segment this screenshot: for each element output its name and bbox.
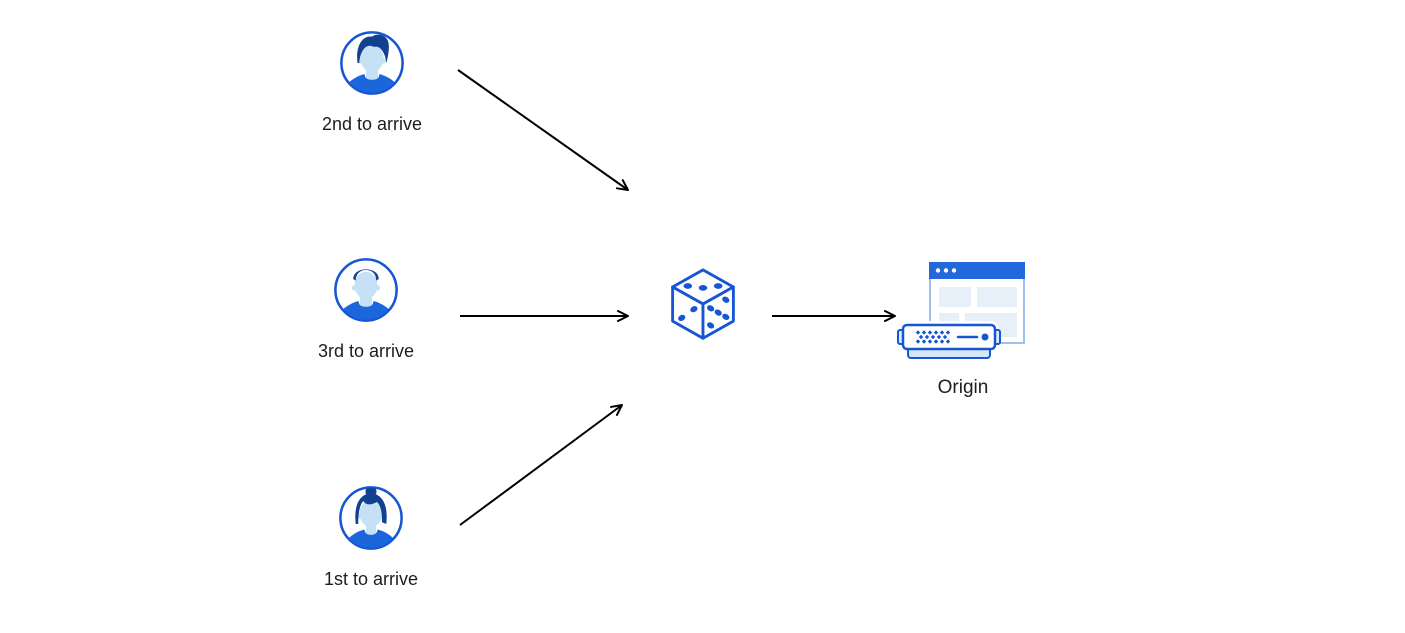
user-node-2nd-to-arrive: 2nd to arrive <box>292 29 452 135</box>
dice-node <box>665 262 741 348</box>
woman-bun-avatar-icon <box>339 486 403 550</box>
man-short-hair-avatar-icon <box>334 258 398 322</box>
arrow-user2-to-dice <box>457 69 629 191</box>
origin-label: Origin <box>937 377 989 398</box>
dice-icon <box>671 268 735 340</box>
user-label: 1st to arrive <box>323 569 419 589</box>
server-icon <box>897 321 1001 359</box>
origin-node: Origin <box>895 259 1031 399</box>
man-swept-hair-avatar-icon <box>340 31 404 95</box>
origin-icon-group <box>897 262 1025 359</box>
arrow-user1-to-dice <box>459 404 623 526</box>
user-node-1st-to-arrive: 1st to arrive <box>291 484 451 590</box>
user-label: 2nd to arrive <box>321 114 423 134</box>
user-node-3rd-to-arrive: 3rd to arrive <box>286 256 446 362</box>
user-label: 3rd to arrive <box>317 341 415 361</box>
